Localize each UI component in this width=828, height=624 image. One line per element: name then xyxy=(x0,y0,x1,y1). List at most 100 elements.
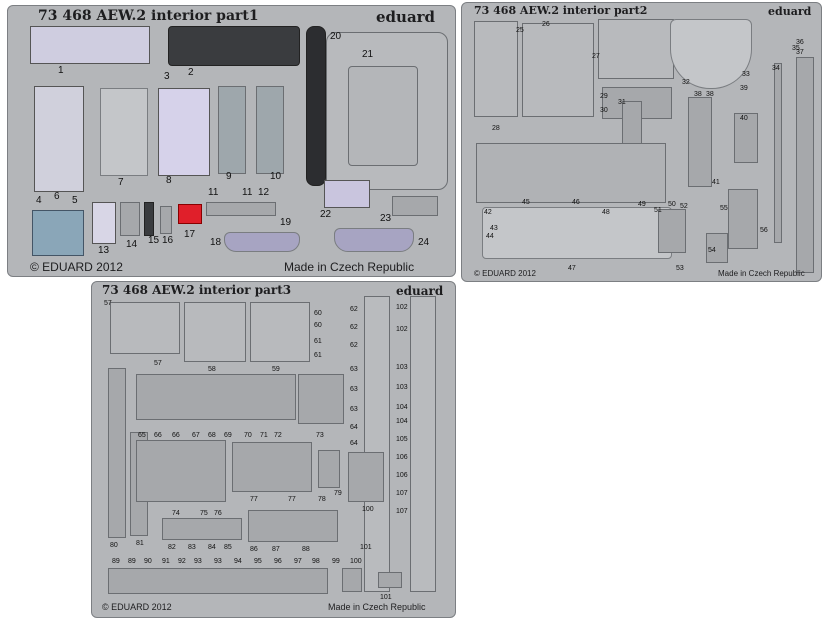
panel-part97 xyxy=(348,452,384,502)
seat-harness-part10 xyxy=(256,86,284,174)
part-number: 57 xyxy=(154,360,162,367)
part-number: 11 xyxy=(242,187,253,198)
part-number: 61 xyxy=(314,352,322,359)
part-number: 77 xyxy=(288,496,296,503)
eduard-logo: eduard xyxy=(376,8,436,26)
part-number: 105 xyxy=(396,436,408,443)
rail-part100-107 xyxy=(410,296,436,592)
part-number: 62 xyxy=(350,324,358,331)
panel-part7 xyxy=(100,88,148,176)
part-number: 99 xyxy=(332,558,340,565)
panel-part99 xyxy=(378,572,402,588)
switches-part4-5 xyxy=(32,210,84,256)
copyright-text: © EDUARD 2012 xyxy=(102,602,172,612)
part-number: 44 xyxy=(486,233,494,240)
part-number: 71 xyxy=(260,432,268,439)
part-number: 26 xyxy=(542,21,550,28)
part-number: 86 xyxy=(250,546,258,553)
cushion-part22 xyxy=(324,180,370,208)
panel-part14 xyxy=(120,202,140,236)
part-number: 62 xyxy=(350,306,358,313)
console-part6 xyxy=(34,86,84,192)
part-number: 101 xyxy=(360,544,372,551)
screen-frame-part41 xyxy=(688,97,712,187)
panel-part55-56 xyxy=(728,189,758,249)
part-number: 101 xyxy=(380,594,392,601)
instrument-panel-part1 xyxy=(30,26,150,64)
rail-part80 xyxy=(108,368,126,538)
coaming-part20 xyxy=(306,26,326,186)
part-number: 81 xyxy=(136,540,144,547)
part-number: 15 xyxy=(148,235,160,246)
eduard-logo: eduard xyxy=(396,284,444,298)
part-number: 74 xyxy=(172,510,180,517)
part-number: 11 xyxy=(208,187,219,198)
part-number: 27 xyxy=(592,53,600,60)
part-number: 96 xyxy=(274,558,282,565)
part-number: 35 xyxy=(792,45,800,52)
part-number: 56 xyxy=(760,227,768,234)
part-number: 10 xyxy=(270,171,282,182)
instrument-panel-part2 xyxy=(168,26,300,66)
brackets-part23 xyxy=(392,196,438,216)
fret-part2: 73 468 AEW.2 interior part2 eduard 25 26… xyxy=(461,2,822,282)
part-number: 67 xyxy=(192,432,200,439)
part-number: 77 xyxy=(250,496,258,503)
part-number: 21 xyxy=(362,49,374,60)
panel-part77 xyxy=(232,442,312,492)
panel-part25 xyxy=(474,21,518,117)
part-number: 73 xyxy=(316,432,324,439)
panel-part57 xyxy=(110,302,180,354)
part-number: 63 xyxy=(350,386,358,393)
part-number: 48 xyxy=(602,209,610,216)
part-number: 18 xyxy=(210,237,222,248)
part-number: 58 xyxy=(208,366,216,373)
part-number: 47 xyxy=(568,265,576,272)
panel-part78-79 xyxy=(318,450,340,488)
part-number: 102 xyxy=(396,304,408,311)
part-number: 85 xyxy=(224,544,232,551)
part-number: 93 xyxy=(194,558,202,565)
part-number: 72 xyxy=(274,432,282,439)
part-number: 66 xyxy=(154,432,162,439)
part-number: 75 xyxy=(200,510,208,517)
bulkhead-part32-33 xyxy=(670,19,752,89)
part-number: 29 xyxy=(600,93,608,100)
part-number: 104 xyxy=(396,404,408,411)
part-number: 49 xyxy=(638,201,646,208)
part-number: 16 xyxy=(162,235,174,246)
part-number: 8 xyxy=(166,175,172,186)
part-number: 40 xyxy=(740,115,748,122)
panel-part15 xyxy=(144,202,154,236)
part-number: 6 xyxy=(54,191,60,202)
console-parts-44-48 xyxy=(476,143,666,203)
part-number: 104 xyxy=(396,418,408,425)
part-number: 45 xyxy=(522,199,530,206)
part-number: 5 xyxy=(72,195,78,206)
part-number: 38 xyxy=(706,91,714,98)
part-number: 7 xyxy=(118,177,124,188)
warning-panel-part17 xyxy=(178,204,202,224)
part-number: 95 xyxy=(254,558,262,565)
copyright-text: © EDUARD 2012 xyxy=(474,269,536,278)
eduard-logo: eduard xyxy=(768,5,812,18)
part-number: 20 xyxy=(330,31,342,42)
sidewall-part18 xyxy=(224,232,300,252)
part-number: 13 xyxy=(98,245,110,256)
rail-part62-64 xyxy=(364,296,390,592)
part-number: 14 xyxy=(126,239,138,250)
strip-part11-12 xyxy=(206,202,276,216)
rail-part35 xyxy=(774,63,782,243)
part-number: 107 xyxy=(396,490,408,497)
part-number: 107 xyxy=(396,508,408,515)
part-number: 103 xyxy=(396,384,408,391)
part-number: 51 xyxy=(654,207,662,214)
frame-part21-window xyxy=(348,66,418,166)
part-number: 78 xyxy=(318,496,326,503)
panel-part96 xyxy=(342,568,362,592)
part-number: 63 xyxy=(350,406,358,413)
part-number: 76 xyxy=(214,510,222,517)
part-number: 62 xyxy=(350,342,358,349)
panels-part85-87 xyxy=(248,510,338,542)
part-number: 57 xyxy=(104,300,112,307)
